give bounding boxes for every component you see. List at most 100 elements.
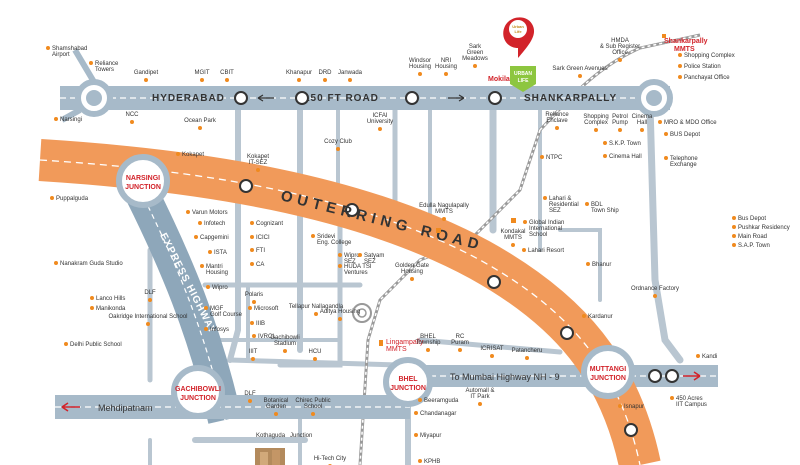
place-dot bbox=[130, 120, 134, 124]
place-label: Housing bbox=[401, 269, 423, 275]
place-label: Beeramguda bbox=[424, 398, 459, 404]
place-label: Aditya Housing bbox=[320, 309, 360, 315]
place-mro: MRO & MDO Office bbox=[658, 120, 717, 126]
place-label: Cognizant bbox=[256, 221, 283, 227]
place-label: Office bbox=[612, 50, 628, 56]
place-narsingi: Narsingi bbox=[54, 117, 82, 123]
place-puppalguda: Puppalguda bbox=[50, 196, 89, 202]
station-shankarpally-mmts: MMTS bbox=[674, 46, 695, 53]
ring-node bbox=[239, 179, 253, 193]
pin-logo-line2: Life bbox=[514, 29, 522, 34]
place-dot bbox=[618, 128, 622, 132]
place-dps: Delhi Public School bbox=[64, 342, 122, 348]
road-node bbox=[665, 369, 679, 383]
ring-node bbox=[487, 275, 501, 289]
place-capgemini: Capgemini bbox=[194, 235, 229, 241]
place-label: ICRISAT bbox=[480, 346, 504, 352]
top-road-150ft: HYDERABAD 150 FT ROAD SHANKARPALLY bbox=[60, 48, 673, 123]
arrow-right-icon bbox=[683, 371, 701, 381]
place-label: RC bbox=[456, 334, 465, 340]
road-label-150ft: 150 FT ROAD bbox=[304, 93, 379, 104]
place-label: Wipro bbox=[212, 285, 228, 291]
place-khanapur: Khanapur bbox=[286, 70, 312, 82]
place-dlf1: DLF bbox=[144, 290, 156, 302]
arrow-left-icon bbox=[257, 94, 274, 102]
place-cinemahall2: Cinema Hall bbox=[603, 154, 642, 160]
place-label: Puram bbox=[451, 340, 469, 346]
place-iiit: IIIT bbox=[249, 349, 258, 361]
junction-label: JUNCTION bbox=[125, 184, 161, 191]
place-dot bbox=[525, 356, 529, 360]
pin-logo-line1: Urban bbox=[512, 24, 524, 29]
place-dot bbox=[54, 117, 58, 121]
place-label: Nanakram Guda Studio bbox=[60, 261, 123, 267]
place-label: Housing bbox=[409, 64, 431, 70]
place-dot bbox=[225, 78, 229, 82]
place-kandi: Kandi bbox=[696, 354, 717, 360]
place-hitech: Hi-Tech City bbox=[314, 456, 346, 465]
place-dot bbox=[522, 248, 526, 252]
place-label: Eng. College bbox=[317, 240, 352, 246]
place-label: Polaris bbox=[245, 292, 263, 298]
place-label: Kondakal bbox=[500, 229, 525, 235]
place-skptown: S.K.P. Town bbox=[603, 141, 641, 147]
place-label: Kardanur bbox=[588, 314, 613, 320]
place-icici: ICICI bbox=[250, 235, 270, 241]
place-label: Pushkar Residency bbox=[738, 225, 790, 231]
arrow-right-icon bbox=[448, 94, 465, 102]
place-infotech: Infotech bbox=[198, 221, 225, 227]
place-dot bbox=[146, 322, 150, 326]
place-label: MRO & MDO Office bbox=[664, 120, 717, 126]
place-label: Khanapur bbox=[286, 70, 312, 76]
place-label: DLF bbox=[144, 290, 156, 296]
place-dot bbox=[358, 253, 362, 257]
place-dot bbox=[89, 61, 93, 65]
place-dot bbox=[250, 248, 254, 252]
place-label: HUDA TSI bbox=[344, 264, 372, 270]
place-dot bbox=[186, 210, 190, 214]
place-label: Lahari & bbox=[549, 196, 571, 202]
place-bhanur: Bhanur bbox=[586, 262, 611, 268]
road-node bbox=[488, 91, 502, 105]
place-label: Meadows bbox=[462, 56, 488, 62]
place-label: NRI bbox=[441, 58, 452, 64]
place-dot bbox=[594, 128, 598, 132]
place-chandanagar: Chandanagar bbox=[414, 411, 456, 417]
place-dot bbox=[314, 312, 318, 316]
place-label: Bus Depot bbox=[738, 216, 766, 222]
place-label: Capgemini bbox=[200, 235, 229, 241]
place-dot bbox=[543, 196, 547, 200]
place-label: IT-SEZ bbox=[249, 160, 268, 166]
place-label: MMTS bbox=[504, 235, 522, 241]
place-dot bbox=[336, 147, 340, 151]
place-dot bbox=[248, 306, 252, 310]
place-label: MGIT bbox=[195, 70, 210, 76]
place-label: Puppalguda bbox=[56, 196, 89, 202]
place-label: SEZ bbox=[344, 259, 356, 265]
place-dot bbox=[490, 354, 494, 358]
place-dlf2: DLF bbox=[244, 391, 256, 403]
place-lanco: Lanco Hills bbox=[90, 296, 125, 302]
junction-label: MUTTANGI bbox=[590, 366, 626, 373]
place-dot bbox=[618, 404, 622, 408]
place-dot bbox=[198, 221, 202, 225]
road-node bbox=[234, 91, 248, 105]
place-dot bbox=[418, 459, 422, 463]
place-kokapet: Kokapet bbox=[176, 152, 204, 158]
place-label: Sark bbox=[469, 44, 482, 50]
place-busdepot: BUS Depot bbox=[664, 132, 700, 138]
place-mgit: MGIT bbox=[195, 70, 210, 82]
place-label: Global Indian bbox=[529, 220, 564, 226]
place-cozyclub: Cozy Club bbox=[324, 139, 352, 151]
place-dot bbox=[478, 402, 482, 406]
place-label: Main Road bbox=[738, 234, 767, 240]
